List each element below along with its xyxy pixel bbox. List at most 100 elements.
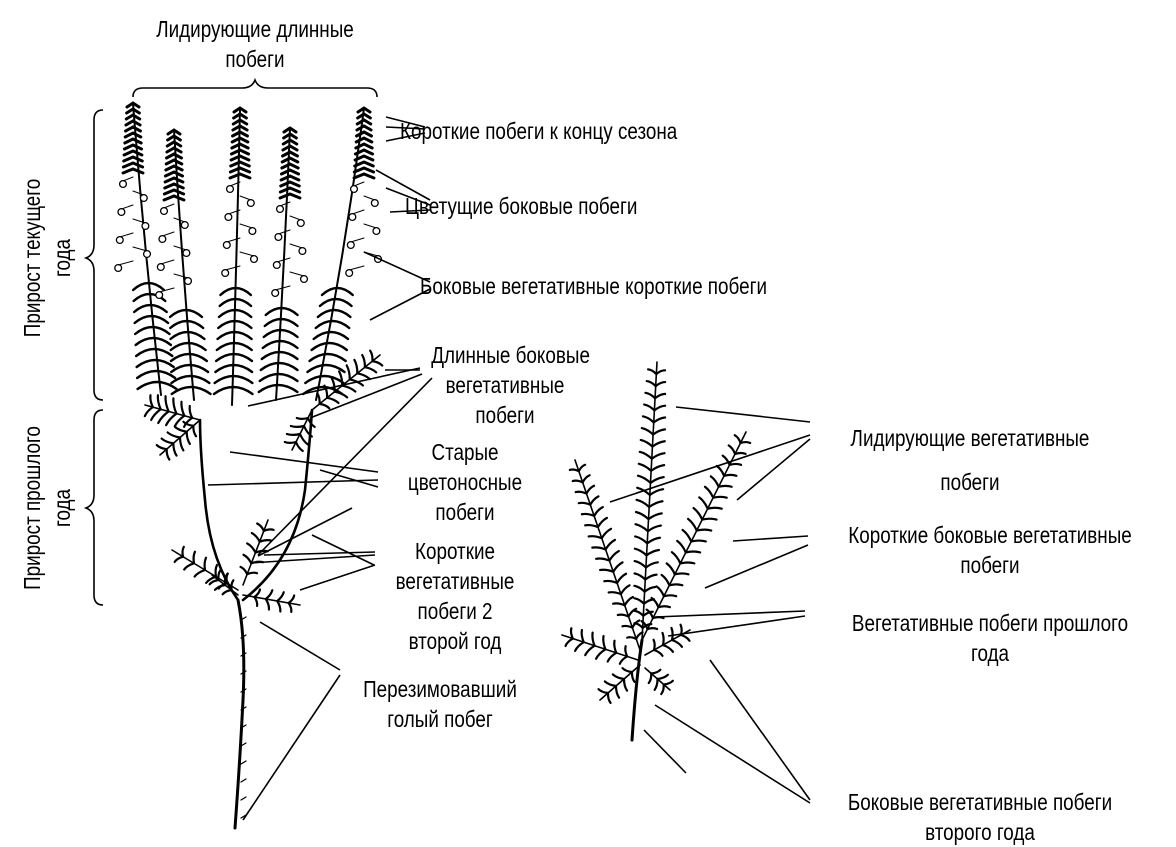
leaflet (579, 465, 585, 471)
dense-tip-leaf (126, 115, 139, 119)
leaflet (600, 570, 613, 572)
last-year-brace (86, 410, 103, 605)
leaflet (613, 603, 625, 605)
leaf-pair (171, 365, 208, 372)
leaflet (264, 529, 274, 530)
leaflet (636, 524, 648, 531)
dense-tip-leaf (166, 166, 182, 170)
long-lateral-left-2 (157, 420, 200, 460)
leaflet (651, 670, 660, 674)
flower (144, 251, 151, 258)
top-header-line-2: побеги (136, 44, 374, 74)
leaf-pair (136, 338, 171, 345)
leaflet (592, 547, 605, 549)
leaflet (335, 392, 348, 398)
leaflet (579, 503, 591, 505)
leaflet (618, 615, 629, 617)
current-year-growth-label: Прирост текущего года (17, 172, 83, 344)
leaflet (724, 475, 736, 476)
leaflet (622, 668, 632, 672)
leaflet (582, 514, 594, 516)
short-shoots-end-season-label: Короткие побеги к концу сезона (400, 116, 744, 146)
leaflet (675, 573, 689, 574)
leaflet (634, 598, 644, 603)
heather-plant-left (115, 103, 382, 828)
leaflet (729, 445, 735, 453)
leaflet (190, 406, 193, 418)
leaflet (641, 440, 653, 447)
leaflet (181, 402, 184, 416)
old-flowering-line-3: побеги (408, 497, 523, 527)
leaf-pair (259, 385, 298, 392)
leaflet (648, 526, 661, 532)
leaflet (650, 489, 663, 495)
leaflet (231, 580, 233, 590)
dense-tip-leaf (165, 184, 183, 188)
flower-pedicel (161, 260, 174, 264)
leaflet (647, 550, 659, 555)
leader-line (737, 439, 810, 500)
leaflet (645, 575, 656, 580)
leaflet (662, 633, 663, 645)
leaflet (151, 409, 161, 420)
leaflet (150, 395, 153, 407)
leaflet (697, 530, 712, 531)
leader-line (710, 660, 810, 800)
leaflet (622, 626, 632, 628)
leaflet (247, 543, 255, 552)
leaflet (592, 633, 594, 646)
leaflet (266, 599, 269, 610)
flower (275, 234, 282, 241)
flower (223, 242, 230, 249)
dense-tip-leaf (280, 188, 299, 192)
leaflet (167, 449, 170, 459)
leader-line (260, 622, 340, 670)
bare-node (241, 761, 246, 764)
dense-tip-leaf (167, 148, 181, 152)
leader-line (644, 730, 686, 773)
leaflet (195, 570, 205, 577)
leaflet (702, 519, 716, 520)
leaflet (175, 557, 183, 562)
leaflet (711, 476, 719, 486)
leaflet (300, 434, 308, 445)
leaflet (613, 674, 624, 679)
bare-node (241, 797, 246, 800)
flower (159, 236, 166, 243)
current-year-line-2: года (47, 172, 77, 344)
leaflet (658, 675, 668, 679)
flower (225, 214, 232, 221)
leaflet (576, 492, 587, 494)
leaflet (223, 590, 232, 594)
last-year-growth-label: Прирост прошлого года (17, 422, 83, 594)
flower (346, 270, 353, 277)
leaf-pair (261, 363, 298, 370)
leaflet (184, 563, 194, 569)
leaflet (606, 540, 615, 550)
flower (272, 290, 279, 297)
dense-tip-leaf (165, 178, 183, 182)
leaflet (646, 562, 658, 567)
old-flowering-line-1: Старые (408, 437, 523, 467)
leaflet (362, 355, 365, 367)
leaflet (252, 533, 260, 542)
leaf-pair (309, 354, 345, 361)
leaflet (656, 382, 665, 386)
leaflet (257, 524, 264, 531)
leaf-pair (314, 332, 348, 339)
bare-node (241, 779, 246, 782)
leaflet (145, 407, 153, 416)
leaflet (586, 486, 594, 494)
leaflet (643, 416, 654, 422)
flower (161, 208, 168, 215)
dense-tip-leaf (126, 121, 140, 125)
leaflet (266, 590, 273, 599)
leaflet (165, 396, 168, 411)
leaflet (254, 597, 257, 606)
leaflet (634, 573, 645, 579)
leaflet (354, 360, 357, 373)
dense-tip-leaf (355, 162, 373, 166)
leaflet (162, 439, 174, 444)
flower (118, 209, 125, 216)
leaflet (570, 470, 579, 472)
